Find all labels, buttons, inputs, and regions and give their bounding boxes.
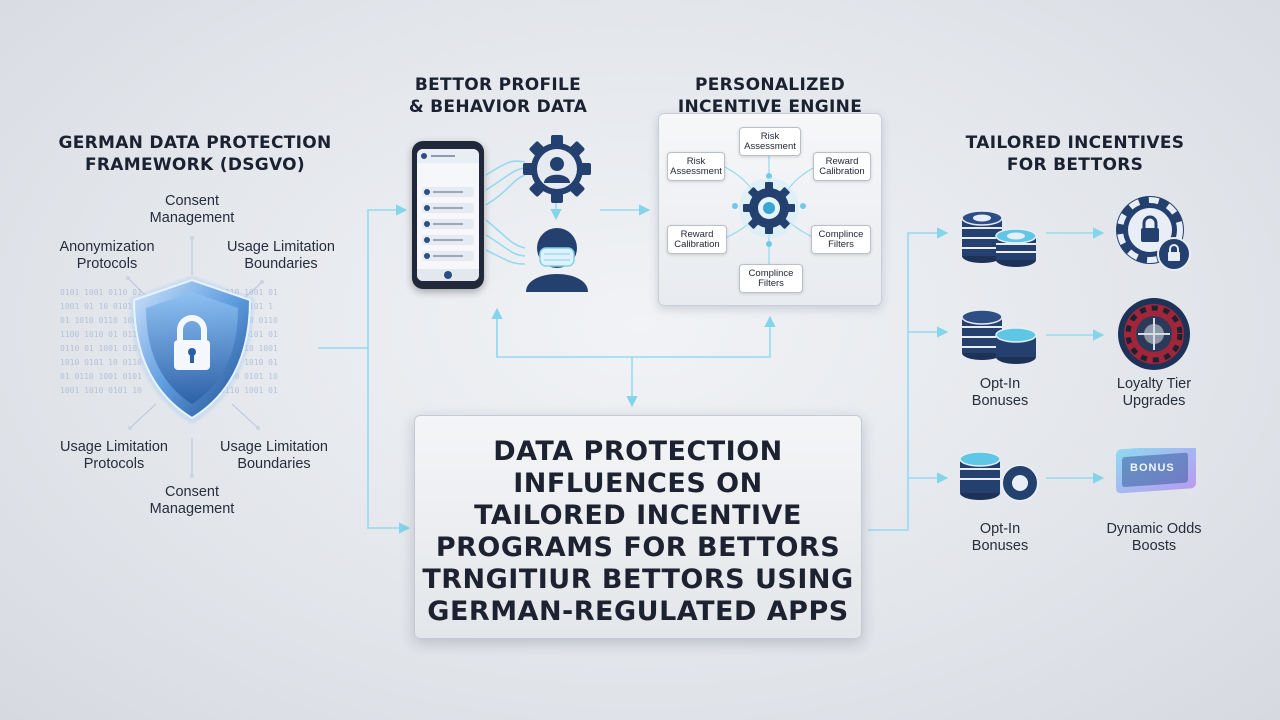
- svg-text:01 1010 0110 1001: 01 1010 0110 1001: [60, 316, 142, 325]
- reward-calibration-right-chip: Reward Calibration: [813, 152, 871, 181]
- framework-title-line-1: GERMAN DATA PROTECTION: [58, 133, 332, 153]
- risk-assessment-top-chip: Risk Assessment: [739, 127, 801, 156]
- masked-user-icon: [526, 228, 588, 292]
- svg-text:1010 0101 10 0110: 1010 0101 10 0110: [60, 358, 142, 367]
- compliance-filters-bottom-chip: Complince Filters: [739, 264, 803, 293]
- svg-text:0110 01 1001 0101: 0110 01 1001 0101: [60, 344, 142, 353]
- svg-text:1001 01 10 0101 1: 1001 01 10 0101 1: [60, 302, 142, 311]
- casino-chips-icon-3: [959, 451, 1039, 502]
- reward-calibration-left-chip: Reward Calibration: [667, 225, 727, 254]
- svg-text:0110 1001 01: 0110 1001 01: [220, 386, 278, 395]
- bonus-card-icon: BONUS: [1110, 448, 1196, 496]
- svg-text:0101 1010 01: 0101 1010 01: [220, 358, 278, 367]
- lock-chip-icon: [1116, 196, 1191, 271]
- casino-chips-icon-2: [961, 309, 1037, 364]
- risk-assessment-left-chip: Risk Assessment: [667, 152, 725, 181]
- compliance-filters-right-chip: Complince Filters: [811, 225, 871, 254]
- svg-text:01 0110 1001 0101: 01 0110 1001 0101: [60, 372, 142, 381]
- svg-text:0110 1001 01: 0110 1001 01: [220, 288, 278, 297]
- main-title: DATA PROTECTION INFLUENCES ON TAILORED I…: [422, 436, 854, 627]
- user-gear-icon: [523, 135, 591, 203]
- profile-title: BETTOR PROFILE & BEHAVIOR DATA: [408, 75, 588, 117]
- svg-text:1001 1010 0101 10: 1001 1010 0101 10: [60, 386, 142, 395]
- svg-text:1100 1010 01 0110: 1100 1010 01 0110: [60, 330, 142, 339]
- incentive-engine-panel: Risk Assessment Risk Assessment Reward C…: [658, 113, 882, 306]
- bonus-card-text: BONUS: [1130, 462, 1175, 474]
- svg-text:0101 1001 0110 01: 0101 1001 0110 01: [60, 288, 142, 297]
- smartphone-icon: [412, 141, 484, 289]
- svg-text:1100 0101 10: 1100 0101 10: [220, 372, 278, 381]
- svg-text:10 0110 1001: 10 0110 1001: [220, 344, 278, 353]
- roulette-wheel-icon: [1118, 298, 1190, 370]
- engine-title: PERSONALIZED INCENTIVE ENGINE: [677, 75, 863, 117]
- gear-icon: [739, 178, 799, 238]
- main-title-panel: DATA PROTECTION INFLUENCES ON TAILORED I…: [414, 415, 862, 639]
- framework-title: GERMAN DATA PROTECTION FRAMEWORK (DSGVO): [40, 132, 350, 176]
- shield-lock-icon: [130, 276, 254, 424]
- framework-title-line-2: FRAMEWORK (DSGVO): [84, 155, 306, 175]
- tailored-incentives-title: TAILORED INCENTIVES FOR BETTORS: [965, 133, 1185, 175]
- casino-chips-icon: [961, 210, 1037, 267]
